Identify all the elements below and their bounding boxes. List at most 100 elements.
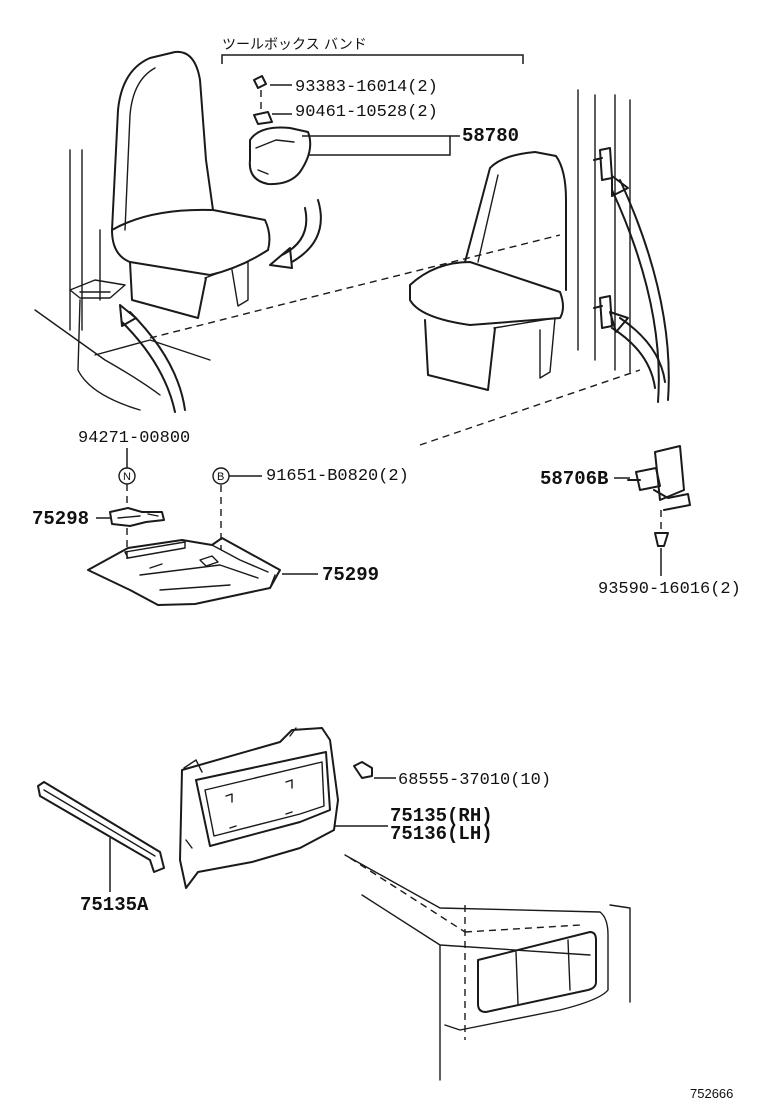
callout-58780: 58780 [302,125,519,156]
base-edge [609,904,631,1003]
callout-75135a: 75135A [80,838,149,916]
left-seat-cushion [111,208,271,276]
tray-75299-illustration [87,537,281,606]
arrow-head-1 [269,247,293,269]
part-75135-label: 75135(RH) [390,805,493,827]
left-cab-wall [69,149,101,331]
hook-body [627,467,661,491]
callout-93383: 93383-16014(2) [270,78,438,97]
bracket-75298-icon [109,507,165,527]
part-91651-label: 91651-B0820(2) [266,467,409,486]
panel-opening-inner [204,761,325,837]
screw-93590-icon [654,532,669,547]
callout-90461: 90461-10528(2) [272,103,438,122]
arrow-to-left-tray [119,304,186,413]
part-75136-label: 75136(LH) [390,823,493,845]
tray-floor-lines [139,544,269,591]
right-seat-base-side [493,317,556,379]
base-opening-dividers [515,939,571,1005]
figure-number: 752666 [690,1086,733,1101]
callout-91651: B 91651-B0820(2) [212,467,409,550]
base-dashed [349,857,581,1040]
right-seat-backrest [464,151,567,291]
part-93383-label: 93383-16014(2) [295,78,438,97]
part-90461-label: 90461-10528(2) [295,103,438,122]
hook-58706b-illustration [627,445,691,547]
band-inner-lines [255,139,295,175]
callout-75298: 75298 [32,507,165,560]
tool-box-band-callout: ツールボックス バンド [221,37,524,64]
part-58780-label: 58780 [462,125,519,147]
base-outline [344,854,609,1081]
callout-58706b: 58706B [540,468,630,490]
callout-93590: 93590-16016(2) [598,548,741,599]
left-floor-lines [34,299,211,411]
b-mark-text: B [217,471,224,483]
callout-75299: 75299 [282,564,379,586]
arrow-to-left-seat [269,199,322,269]
upper-hook-icon [593,147,613,181]
tray-right-wall [221,537,281,589]
tray-left-rib [124,541,186,559]
callout-68555: 68555-37010(10) [374,771,551,790]
arrow-curve-2 [281,207,308,256]
part-58706b-label: 58706B [540,468,608,490]
part-75298-label: 75298 [32,508,89,530]
callout-94271: 94271-00800 N [78,429,190,505]
screw-68555-icon [353,761,373,779]
right-seat-base [424,319,496,391]
arrow-head-2 [119,304,137,327]
bolt-93383-icon [253,75,267,89]
arrow-curve-1 [291,199,322,263]
arrow-curve-5 [619,179,670,401]
arrow-curve-6 [611,189,660,403]
part-75299-label: 75299 [322,564,379,586]
tray-holes [149,555,219,569]
hook-plate [654,445,685,501]
arrow-curve-3 [129,311,186,411]
arrow-curve-7 [619,317,666,383]
panel-outline [179,727,339,889]
clip-90461-icon [253,111,273,125]
panel-flanges [183,727,297,849]
arrow-head-3 [611,175,629,197]
strip-75135a-illustration [37,781,165,873]
band-58780-icon [248,126,312,186]
leader-58780-bracket [302,135,451,156]
lower-base-illustration [344,854,631,1081]
left-seat-backrest [111,50,214,231]
panel-opening-outer [195,751,331,847]
left-floor-tray [69,279,126,299]
right-seat-backrest-inner [477,174,499,263]
n-mark-text: N [123,471,131,483]
band-bracket-line [221,54,524,64]
panel-tabs [225,779,293,829]
part-75135a-label: 75135A [80,894,149,916]
part-94271-label: 94271-00800 [78,429,190,448]
bracket-detail [117,513,159,519]
arrows-to-hooks [609,175,670,403]
side-panel-illustration [179,727,373,889]
right-seat-cushion [409,261,564,326]
left-seat-base-side [204,261,249,307]
left-seat-illustration [34,50,561,411]
left-seat-base [129,261,207,319]
arrow-curve-4 [121,321,176,413]
hook-lower [653,489,691,511]
part-93590-label: 93590-16016(2) [598,580,741,599]
left-floor-dashed [149,234,561,339]
strip-outline [37,781,165,873]
band-parts-illustration [248,75,312,186]
right-door-pillar [577,89,631,373]
strip-inner [43,789,156,857]
lower-hook-icon [593,295,613,329]
tool-box-band-label: ツールボックス バンド [222,37,367,53]
right-seat-illustration [409,89,641,446]
arrow-curve-8 [611,327,656,389]
base-opening [477,931,597,1013]
right-floor-dashed [419,369,641,446]
part-68555-label: 68555-37010(10) [398,771,551,790]
callout-75135-75136: 75135(RH) 75136(LH) [334,805,493,845]
left-seat-backrest-inner [124,67,156,231]
